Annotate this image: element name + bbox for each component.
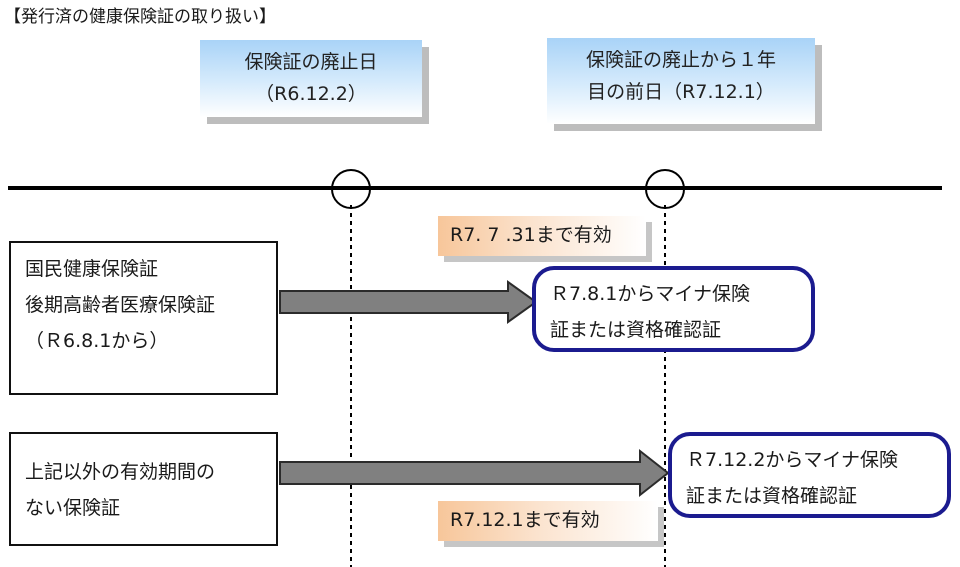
national-card-line2: 後期高齢者医療保険証 (25, 294, 216, 316)
abolition-date-line1: 保険証の廃止日 (244, 51, 378, 73)
other-result-line1: Ｒ7.12.2からマイナ保険 (686, 449, 899, 471)
other-card-arrow (279, 448, 670, 498)
national-result-line2: 証または資格確認証 (550, 319, 722, 341)
one-year-date-marker (645, 169, 685, 209)
national-result-line1: Ｒ7.8.1からマイナ保険 (550, 283, 750, 305)
national-insurance-card-box: 国民健康保険証 後期高齢者医療保険証 （Ｒ6.8.1から） (9, 241, 278, 395)
other-result-line2: 証または資格確認証 (686, 485, 858, 507)
national-result-box: Ｒ7.8.1からマイナ保険 証または資格確認証 (532, 266, 815, 352)
one-year-before-line1: 保険証の廃止から１年 (585, 49, 776, 71)
abolition-date-marker (331, 169, 371, 209)
national-card-line3: （Ｒ6.8.1から） (25, 330, 169, 352)
one-year-before-line2: 目の前日（R7.12.1） (587, 81, 775, 103)
national-validity-label: R7. 7 .31まで有効 (438, 216, 646, 256)
one-year-before-date-box: 保険証の廃止から１年 目の前日（R7.12.1） (547, 38, 815, 124)
abolition-date-line2: （R6.12.2） (255, 83, 367, 105)
other-card-line1: 上記以外の有効期間の (25, 461, 216, 483)
other-validity-label: R7.12.1まで有効 (438, 501, 658, 541)
national-card-arrow (279, 280, 538, 324)
abolition-date-box: 保険証の廃止日 （R6.12.2） (200, 40, 422, 117)
other-card-line2: ない保険証 (25, 497, 121, 519)
national-card-line1: 国民健康保険証 (25, 258, 159, 280)
page-title: 【発行済の健康保険証の取り扱い】 (4, 7, 276, 27)
other-insurance-card-box: 上記以外の有効期間の ない保険証 (9, 432, 278, 546)
other-result-box: Ｒ7.12.2からマイナ保険 証または資格確認証 (668, 432, 951, 518)
